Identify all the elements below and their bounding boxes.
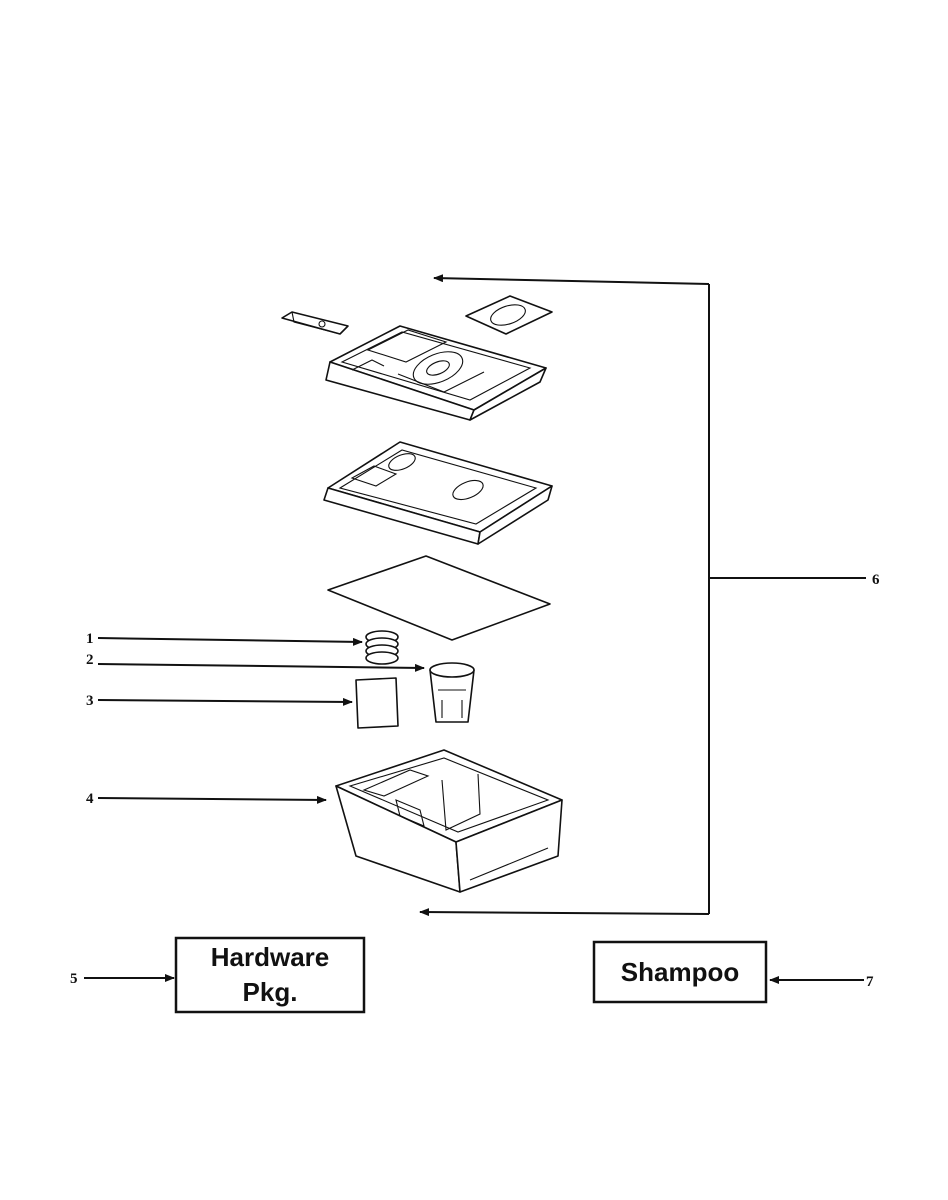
hardware-pkg-label-line1: Hardware [211, 942, 330, 972]
callout-5: 5 [70, 971, 78, 987]
inner-tray-part [323, 441, 553, 545]
leader-line-1 [97, 637, 363, 646]
top-lid-part [325, 325, 547, 421]
callout-6: 6 [872, 572, 880, 588]
base-tank-part [335, 749, 563, 893]
cup-part [429, 662, 475, 723]
shampoo-label: Shampoo [621, 957, 739, 987]
group-bracket-6 [419, 274, 866, 917]
pad-part [355, 677, 399, 729]
callout-4: 4 [86, 791, 94, 807]
callout-2: 2 [86, 652, 94, 668]
filter-sheet-part [327, 555, 551, 641]
hardware-pkg-box: Hardware Pkg. [174, 936, 366, 1014]
shampoo-box: Shampoo [592, 940, 768, 1004]
callout-1: 1 [86, 631, 94, 647]
leader-line-4 [97, 795, 327, 804]
gasket-plate-part [465, 295, 553, 335]
leader-line-2 [97, 663, 425, 672]
callout-7: 7 [866, 974, 874, 990]
bracket-part [281, 311, 349, 335]
callout-3: 3 [86, 693, 94, 709]
leader-line-3 [97, 697, 353, 706]
hardware-pkg-label-line2: Pkg. [243, 977, 298, 1007]
spring-part [365, 630, 399, 665]
